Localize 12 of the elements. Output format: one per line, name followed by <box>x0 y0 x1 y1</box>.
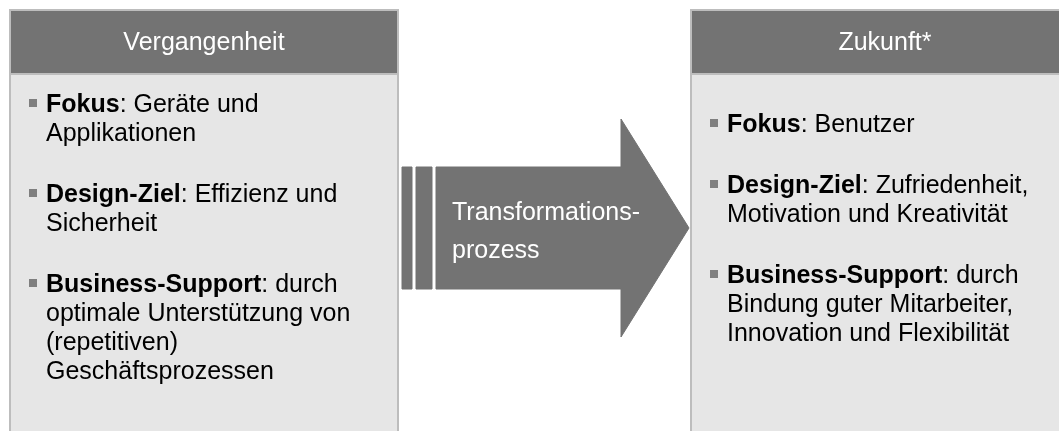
bullet-text: Business-Support: durch Bindung guter Mitarbeiter, Innovation und Flexibilität <box>727 260 1020 347</box>
panel-header: Zukunft* <box>692 11 1059 75</box>
block-arrow <box>401 118 690 338</box>
bullet-text: Business-Support: durch optimale Unterstützung von (repetitiven) Geschäftsprozessen <box>46 269 352 385</box>
bullet-text: Fokus: Geräte und Applikationen <box>46 89 260 147</box>
column-panel <box>9 9 399 431</box>
column-panel <box>690 9 1059 431</box>
bullet-text: Fokus: Benutzer <box>727 109 915 138</box>
bullet-text: Design-Ziel: Effizienz und Sicherheit <box>46 179 339 237</box>
bullet-text: Design-Ziel: Zufriedenheit, Motivation und Kreativität <box>727 170 1030 228</box>
edge-label: Transformations- prozess <box>452 196 641 265</box>
panel-header: Vergangenheit <box>11 11 397 75</box>
